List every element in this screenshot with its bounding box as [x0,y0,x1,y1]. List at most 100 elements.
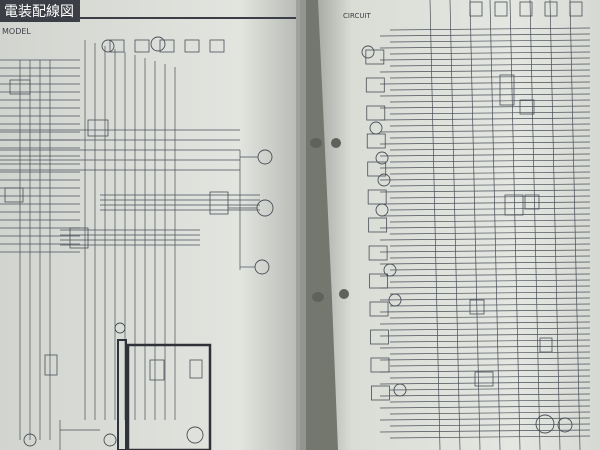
connector-block [499,74,515,106]
connector-block [365,77,385,93]
lamp-symbol [23,433,37,447]
wire [469,0,481,450]
lamp-symbol [557,417,573,433]
wire [379,189,591,193]
connector-block [494,1,508,17]
wire [389,27,591,31]
wire [389,195,591,199]
lamp-symbol [186,426,204,444]
wire [389,279,591,283]
wire-harness [117,339,127,450]
wire [389,51,591,55]
connector-block [159,39,175,53]
lamp-symbol [535,414,555,434]
wire [389,399,591,403]
wire [379,381,591,385]
connector-block [109,39,125,53]
wire [389,63,591,67]
wire [379,309,591,313]
left-header-subtitle: MODEL [2,27,31,36]
wire [389,387,591,391]
wire [379,393,591,397]
binder-hole [331,138,341,148]
connector-block [189,359,203,379]
wire [379,69,591,73]
lamp-symbol [377,173,391,187]
wire [379,177,591,181]
wire [379,93,591,97]
connector-block [519,99,535,115]
connector-block [149,359,165,381]
wire [389,171,591,175]
wire [389,327,591,331]
wire [379,201,591,205]
left-header-bar [0,0,80,22]
wire [389,351,591,355]
connector-block [519,1,533,17]
wire [379,273,591,277]
wire [389,267,591,271]
lamp-symbol [101,39,115,53]
wire [379,105,591,109]
lamp-symbol [393,383,407,397]
wire [379,285,591,289]
binder-hole [312,292,324,302]
wire [389,243,591,247]
connector-block [87,119,109,137]
connector-block [44,354,58,376]
wire [379,297,591,301]
wire [379,141,591,145]
wire [389,207,591,211]
connector-block [134,39,150,53]
connector-block [569,1,583,17]
wire [379,117,591,121]
wire [389,231,591,235]
wire [379,357,591,361]
wire [389,111,591,115]
connector-block [469,1,483,17]
wire [379,57,591,61]
wire [389,147,591,151]
wire [389,435,591,439]
connector-block [367,189,387,205]
connector-block [370,329,389,345]
lamp-symbol [150,36,166,52]
wire [389,255,591,259]
binder-hole [339,289,349,299]
wire [379,417,591,421]
wire [529,0,541,450]
page-gutter [296,0,306,450]
wire [389,87,591,91]
wire [389,99,591,103]
connector-block [367,161,387,177]
wire [389,159,591,163]
wire [379,321,591,325]
lamp-symbol [388,293,402,307]
connector-block [371,385,390,401]
left-page: 電装配線図 MODEL [0,0,300,450]
wire [379,153,591,157]
connector-block [369,273,388,289]
lamp-symbol [375,151,389,165]
connector-block [368,217,388,233]
right-wiring-diagram [361,0,591,450]
connector-block [370,357,390,373]
right-header-subtitle: CIRCUIT [343,12,372,20]
wire [389,183,591,187]
connector-block [9,79,31,95]
connector-block [209,191,229,215]
relay-outline [126,343,212,450]
connector-block [504,194,524,216]
wire [489,0,501,450]
connector-block [469,299,485,315]
connector-block [184,39,200,53]
wire [449,0,461,450]
connector-block [366,105,386,121]
wire [429,0,441,450]
wire [389,411,591,415]
connector-block [474,371,494,387]
wire [379,165,591,169]
connector-block [539,337,553,353]
left-header-title: 電装配線図 [4,4,74,20]
lamp-symbol [369,121,383,135]
